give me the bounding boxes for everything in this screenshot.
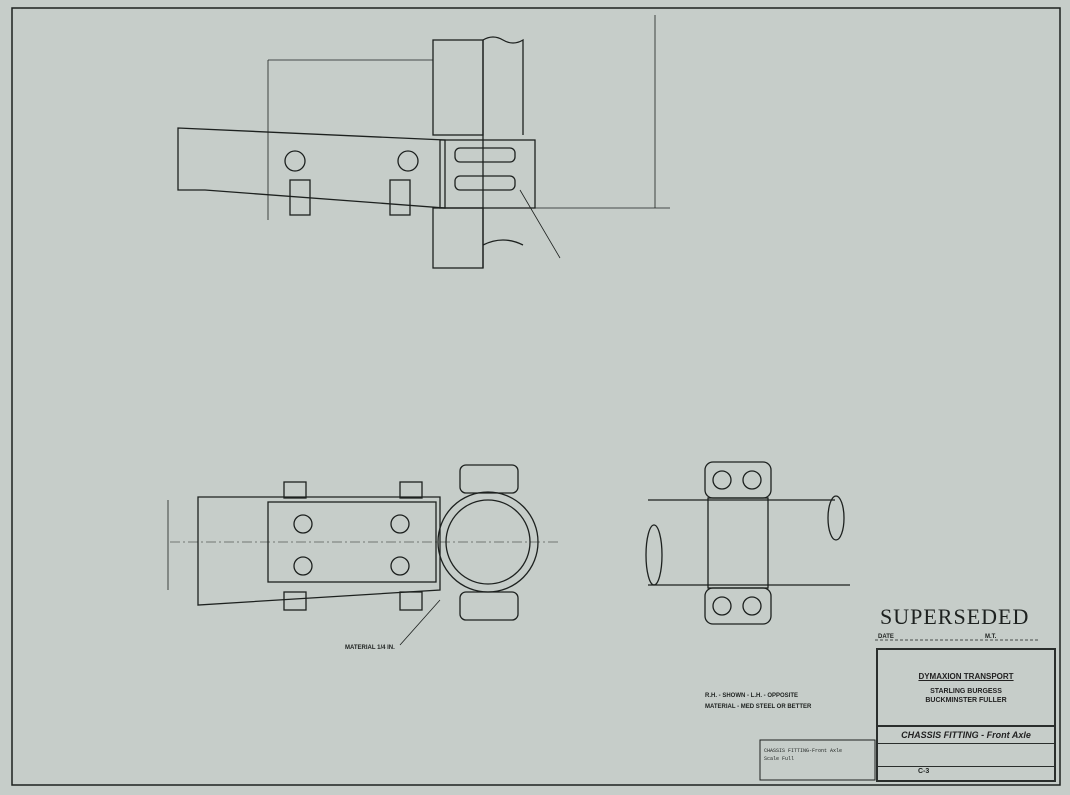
material-callout: MATERIAL 1/4 IN.	[345, 645, 395, 651]
sheet-border	[11, 7, 1061, 786]
stamp-initials: M.T.	[985, 634, 997, 640]
hand-note: R.H. - SHOWN - L.H. - OPPOSITE	[705, 693, 798, 699]
front-view	[167, 464, 560, 646]
company-name: DYMAXION TRANSPORT	[918, 672, 1014, 681]
designer-1: STARLING BURGESS	[930, 688, 1002, 695]
stamp-by: DATE	[878, 634, 894, 640]
drawing-title: CHASSIS FITTING - Front Axle	[901, 730, 1031, 740]
label-card-line-2: Scale Full	[764, 756, 795, 762]
side-view	[645, 461, 850, 625]
drawing-number: C-3	[918, 768, 930, 775]
material-note: MATERIAL - MED STEEL OR BETTER	[705, 704, 812, 710]
label-card	[759, 739, 876, 781]
title-block: DYMAXION TRANSPORT STARLING BURGESS BUCK…	[876, 648, 1056, 782]
superseded-stamp: SUPERSEDED	[880, 604, 1030, 629]
label-card-line-1: CHASSIS FITTING-Front Axle	[764, 748, 843, 754]
designer-2: BUCKMINSTER FULLER	[925, 697, 1007, 704]
top-view	[177, 15, 670, 269]
